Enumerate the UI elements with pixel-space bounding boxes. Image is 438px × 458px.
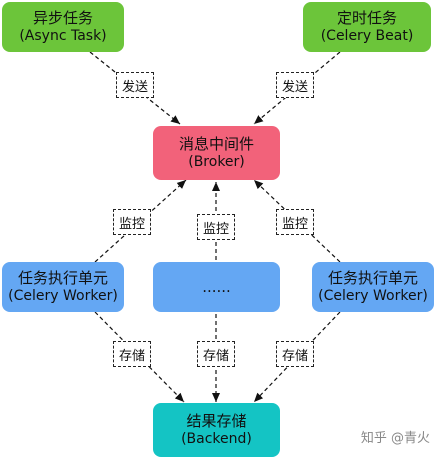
worker-left-subtitle: (Celery Worker) (8, 287, 118, 304)
worker-node-right: 任务执行单元 (Celery Worker) (312, 262, 434, 312)
broker-title: 消息中间件 (178, 134, 254, 153)
watermark: 知乎 @青火 (361, 427, 430, 446)
edge-label-store-left: 存储 (113, 341, 151, 367)
worker-middle-ellipsis: ...... (202, 277, 231, 296)
edge-label-monitor-left: 监控 (113, 209, 151, 235)
edge-label-send-left: 发送 (116, 72, 154, 98)
worker-right-subtitle: (Celery Worker) (318, 287, 428, 304)
celery-beat-title: 定时任务 (336, 8, 397, 27)
backend-node: 结果存储 (Backend) (153, 403, 280, 457)
async-task-node: 异步任务 (Async Task) (2, 2, 124, 52)
broker-subtitle: (Broker) (188, 153, 245, 170)
worker-node-middle: ...... (153, 262, 280, 312)
async-task-subtitle: (Async Task) (19, 27, 107, 44)
edge-label-monitor-right: 监控 (276, 209, 314, 235)
celery-beat-node: 定时任务 (Celery Beat) (303, 2, 431, 52)
edge-label-send-right: 发送 (276, 72, 314, 98)
async-task-title: 异步任务 (32, 8, 93, 27)
edge-label-monitor-middle: 监控 (197, 214, 235, 240)
edge-label-store-right: 存储 (276, 341, 314, 367)
worker-right-title: 任务执行单元 (327, 268, 418, 287)
backend-subtitle: (Backend) (181, 430, 252, 447)
backend-title: 结果存储 (186, 411, 247, 430)
worker-left-title: 任务执行单元 (17, 268, 108, 287)
edge-label-store-middle: 存储 (197, 341, 235, 367)
broker-node: 消息中间件 (Broker) (153, 126, 280, 180)
worker-node-left: 任务执行单元 (Celery Worker) (2, 262, 124, 312)
celery-beat-subtitle: (Celery Beat) (320, 27, 414, 44)
watermark-text: 知乎 @青火 (360, 431, 430, 446)
